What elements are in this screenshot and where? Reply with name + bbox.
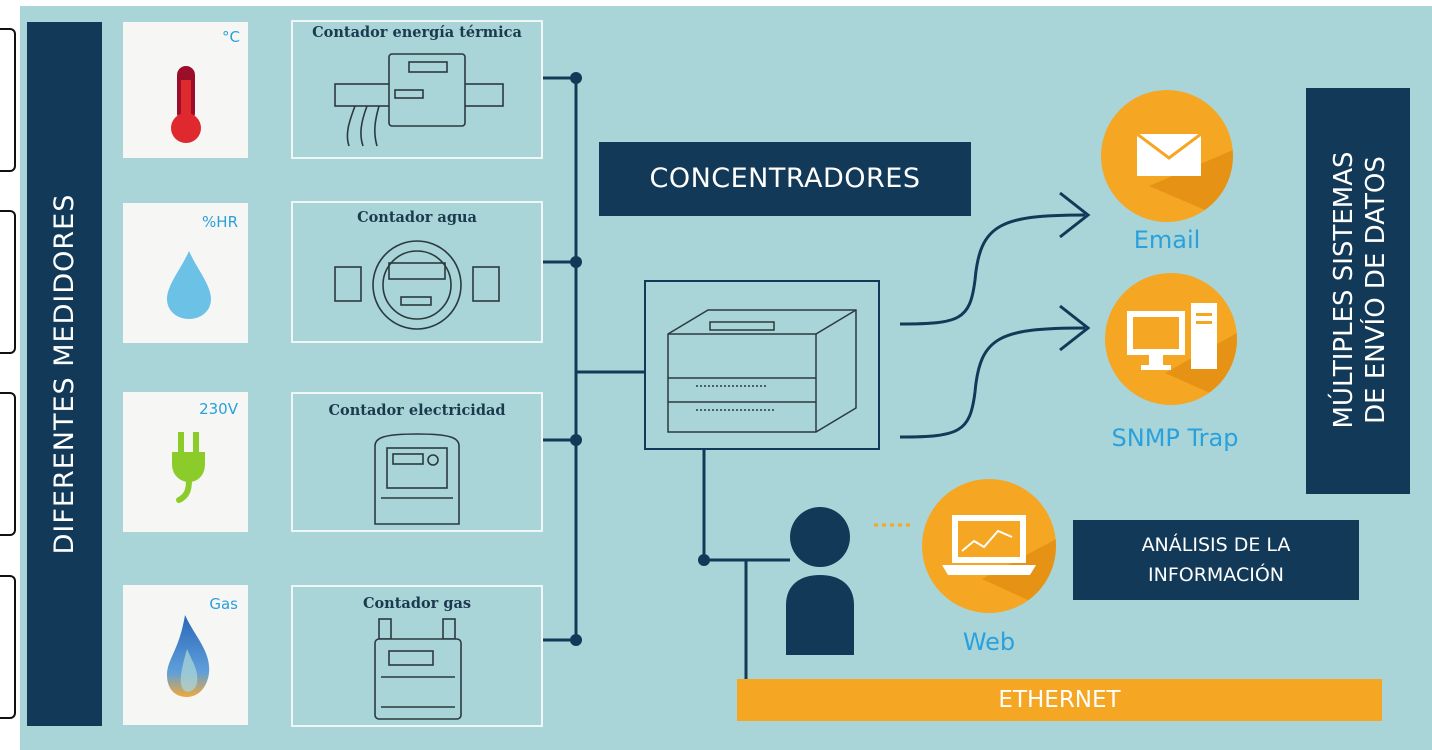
gas-flame-icon	[167, 615, 210, 697]
meter-title: Contador agua	[357, 209, 477, 226]
sensor-card-temperature: °C	[123, 22, 248, 158]
water-drop-icon	[167, 251, 211, 319]
left-banner-text: DIFERENTES MEDIDORES	[49, 193, 80, 555]
electric-plug-icon	[172, 432, 205, 503]
left-edge-bar	[0, 0, 16, 750]
right-banner-line-2: DE ENVÍO DE DATOS	[1361, 156, 1391, 424]
left-banner: DIFERENTES MEDIDORES	[27, 22, 102, 726]
thermometer-icon	[171, 66, 201, 143]
ethernet-bar: ETHERNET	[737, 679, 1382, 721]
thermal-meter-drawing-icon	[334, 53, 504, 147]
ethernet-label: ETHERNET	[998, 687, 1121, 713]
analisis-line-1: ANÁLISIS DE LA	[1141, 534, 1291, 556]
edge-panel	[0, 28, 16, 172]
edge-panel	[0, 392, 16, 536]
meter-box-electricity: Contador electricidad	[291, 392, 543, 532]
right-banner-line-1: MÚLTIPLES SISTEMAS	[1329, 151, 1359, 429]
analisis-line-2: INFORMACIÓN	[1148, 564, 1284, 586]
gas-meter-drawing-icon	[374, 618, 462, 720]
concentradores-label: CONCENTRADORES	[599, 142, 971, 216]
sensor-unit: 230V	[199, 400, 238, 418]
email-label: Email	[1133, 226, 1201, 254]
sensor-card-gas: Gas	[123, 585, 248, 725]
sensor-unit: %HR	[202, 213, 238, 231]
concentrator-device-icon	[667, 309, 857, 433]
analisis-label: ANÁLISIS DE LA INFORMACIÓN	[1073, 520, 1359, 600]
meter-title: Contador energía térmica	[312, 24, 522, 41]
meter-box-water: Contador agua	[291, 201, 543, 343]
sensor-unit: °C	[222, 28, 240, 46]
sensor-unit: Gas	[209, 595, 238, 613]
electricity-meter-drawing-icon	[374, 433, 460, 525]
meter-box-gas: Contador gas	[291, 585, 543, 727]
concentrator-box	[644, 280, 880, 450]
meter-title: Contador electricidad	[328, 402, 506, 419]
right-banner: MÚLTIPLES SISTEMAS DE ENVÍO DE DATOS	[1306, 88, 1410, 494]
web-label: Web	[962, 628, 1016, 656]
snmp-computer-icon	[1105, 273, 1237, 405]
sensor-card-electricity: 230V	[123, 392, 248, 532]
edge-panel	[0, 575, 16, 719]
snmp-label: SNMP Trap	[1111, 424, 1239, 452]
web-laptop-icon	[922, 479, 1056, 613]
meter-box-thermal: Contador energía térmica	[291, 20, 543, 159]
meter-title: Contador gas	[362, 595, 472, 612]
concentradores-text: CONCENTRADORES	[649, 163, 921, 194]
sensor-card-humidity: %HR	[123, 203, 248, 343]
water-meter-drawing-icon	[334, 240, 500, 330]
email-icon	[1101, 90, 1233, 222]
user-person-icon	[786, 507, 854, 655]
edge-panel	[0, 210, 16, 354]
